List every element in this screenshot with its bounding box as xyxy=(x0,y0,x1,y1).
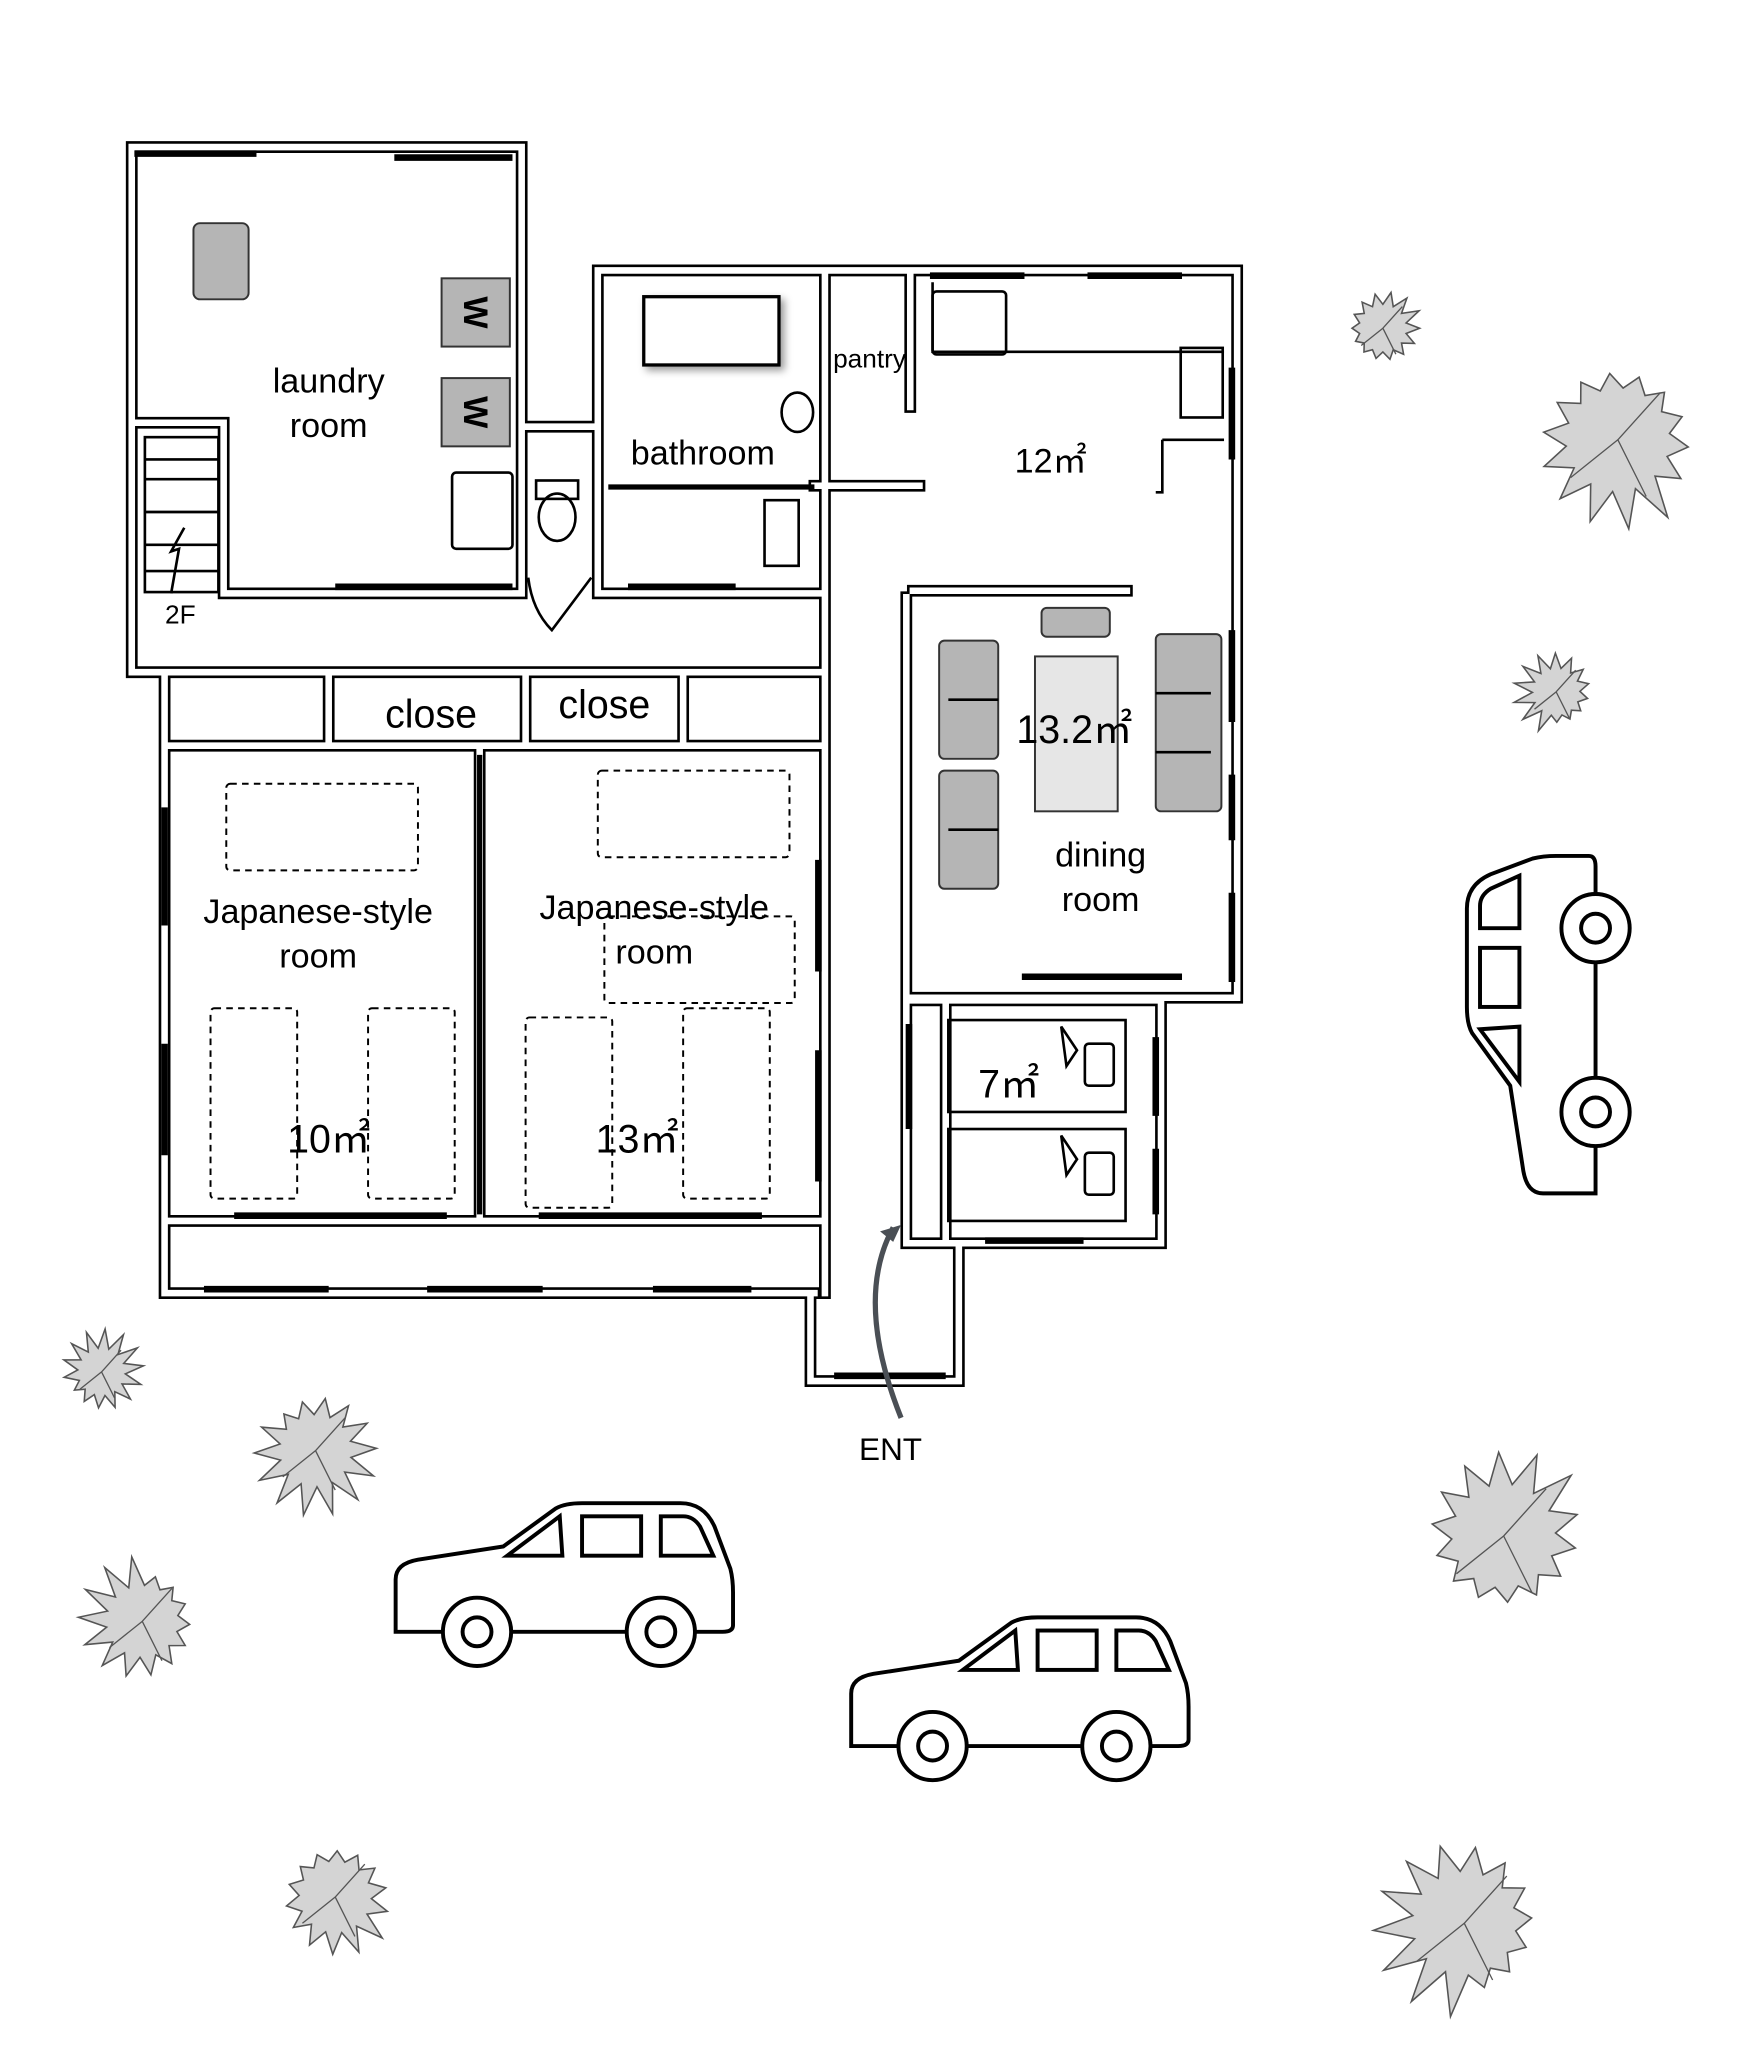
tree-icon xyxy=(251,1396,380,1519)
car-1 xyxy=(393,1501,735,1668)
tree-branches xyxy=(109,1588,173,1662)
walls xyxy=(125,141,1244,1387)
japanese-room-right-label: Japanese-style xyxy=(539,889,769,927)
bathroom-label: bathroom xyxy=(631,435,775,473)
tree-branches xyxy=(1416,1875,1508,1981)
laundry-room-label-2: room xyxy=(290,407,368,445)
fridge xyxy=(1179,346,1225,419)
washer-label: W xyxy=(456,396,494,429)
tree-icon xyxy=(284,1849,390,1957)
washer-1 xyxy=(440,277,511,348)
washer-label: W xyxy=(456,296,494,329)
tree-branches xyxy=(1360,306,1403,355)
dining-room-label-2: room xyxy=(1062,881,1140,919)
beds xyxy=(947,1018,1127,1223)
kitchen-area: 12㎡ xyxy=(1015,443,1087,481)
tree-icon xyxy=(1511,650,1591,734)
entrance-label: ENT xyxy=(859,1431,922,1467)
car-3 xyxy=(1464,853,1632,1196)
pantry-label: pantry xyxy=(833,344,907,374)
bath-shelf xyxy=(763,498,800,568)
closet-left-label: close xyxy=(385,692,477,736)
dining-room-label: dining xyxy=(1055,836,1146,874)
tree-icon xyxy=(1430,1449,1579,1604)
washer-2 xyxy=(440,377,511,448)
tree-icon xyxy=(1541,372,1690,532)
tree-icon xyxy=(1350,290,1422,361)
arrow-head-icon xyxy=(880,1224,902,1242)
tree-branches xyxy=(1455,1488,1547,1594)
car-2 xyxy=(849,1615,1191,1783)
japanese-room-right-label-2: room xyxy=(615,934,693,972)
japanese-room-left-label: Japanese-style xyxy=(203,893,433,931)
windows xyxy=(134,150,1236,1380)
japanese-room-left-area: 10㎡ xyxy=(287,1118,370,1162)
tree-branches xyxy=(79,1349,122,1399)
stairs xyxy=(143,435,220,594)
entrance-arrow xyxy=(872,1226,904,1419)
tree-branches xyxy=(302,1863,366,1937)
japanese-room-left-label-2: room xyxy=(279,938,357,976)
laundry-room-label: laundry xyxy=(273,363,385,401)
tree-branches xyxy=(282,1417,346,1491)
stairs-label: 2F xyxy=(165,600,196,630)
laundry-table xyxy=(192,222,250,301)
bedroom-area: 7㎡ xyxy=(978,1063,1039,1107)
trees xyxy=(61,290,1690,2020)
bath-sink xyxy=(780,391,815,434)
laundry-sink xyxy=(450,471,514,551)
futons xyxy=(209,769,796,1209)
tree-branches xyxy=(1570,392,1661,497)
bathtub xyxy=(642,295,781,367)
closet-right-label: close xyxy=(558,683,650,727)
tree-branches xyxy=(1534,669,1577,719)
japanese-room-right-area: 13㎡ xyxy=(596,1118,679,1162)
kitchen-sink xyxy=(931,290,1008,356)
dining-area: 13.2㎡ xyxy=(1016,708,1132,752)
tree-icon xyxy=(1370,1844,1534,2020)
tree-icon xyxy=(75,1553,192,1679)
tree-icon xyxy=(61,1325,147,1410)
toilet xyxy=(526,479,593,633)
dining-furniture xyxy=(938,606,1223,890)
